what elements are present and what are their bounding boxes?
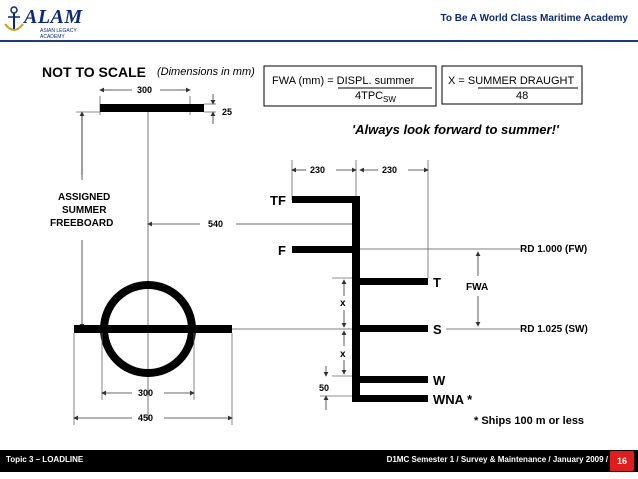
fwa-denominator: 4TPC bbox=[355, 90, 383, 102]
tf-mark-bar bbox=[292, 196, 360, 203]
wna-mark-bar bbox=[356, 395, 428, 402]
label-rd-fw: RD 1.000 (FW) bbox=[520, 244, 587, 255]
dim-25: 25 bbox=[222, 107, 232, 117]
label-rd-sw: RD 1.025 (SW) bbox=[520, 324, 588, 335]
loadline-diagram: NOT TO SCALE (Dimensions in mm) FWA (mm)… bbox=[42, 64, 588, 427]
x-formula-box bbox=[441, 65, 583, 105]
t-mark-bar bbox=[356, 278, 428, 285]
s-mark-bar bbox=[356, 325, 428, 332]
dim-300-bottom: 300 bbox=[138, 388, 153, 398]
anchor-icon bbox=[4, 6, 24, 31]
slogan-text: 'Always look forward to summer!' bbox=[352, 122, 560, 137]
label-s: S bbox=[433, 322, 442, 337]
fwa-formula-box bbox=[263, 65, 437, 107]
f-mark-bar bbox=[292, 246, 360, 253]
slide-footer bbox=[0, 450, 638, 472]
slide-header: ALAM ASIAN LEGACY ACADEMY To Be A World … bbox=[0, 0, 638, 40]
assigned-label-2: SUMMER bbox=[62, 205, 107, 216]
label-wna: WNA * bbox=[433, 392, 473, 407]
dim-450: 450 bbox=[138, 413, 153, 423]
label-f: F bbox=[278, 243, 286, 258]
dim-540: 540 bbox=[208, 219, 223, 229]
logo-subtext: ASIAN LEGACY ACADEMY bbox=[40, 28, 77, 40]
footer-topic: Topic 3 – LOADLINE bbox=[6, 455, 84, 464]
dim-230-left: 230 bbox=[310, 165, 325, 175]
fwa-formula-text: FWA (mm) = DISPL. summer bbox=[272, 75, 415, 87]
not-to-scale-label: NOT TO SCALE bbox=[42, 64, 146, 80]
deck-line-bar bbox=[100, 104, 204, 112]
header-divider bbox=[0, 40, 638, 42]
label-fwa: FWA bbox=[466, 282, 488, 293]
dimensions-note: (Dimensions in mm) bbox=[157, 66, 255, 78]
loadline-vertical-bar bbox=[352, 196, 360, 402]
alam-logo: ALAM ASIAN LEGACY ACADEMY bbox=[2, 2, 102, 40]
dim-230-right: 230 bbox=[382, 165, 397, 175]
plimsoll-horizontal-bar bbox=[74, 325, 232, 333]
dim-x-upper: x bbox=[340, 298, 346, 309]
dim-x-lower: x bbox=[340, 349, 346, 360]
page-number-badge: 16 bbox=[610, 451, 634, 471]
label-tf: TF bbox=[270, 193, 286, 208]
label-w: W bbox=[433, 373, 446, 388]
header-title: To Be A World Class Maritime Academy bbox=[440, 13, 628, 24]
label-t: T bbox=[433, 275, 441, 290]
x-formula-text: X = SUMMER DRAUGHT bbox=[448, 75, 574, 87]
footer-course: D1MC Semester 1 / Survey & Maintenance /… bbox=[386, 455, 608, 464]
dim-50: 50 bbox=[319, 383, 329, 393]
dim-300-top: 300 bbox=[137, 85, 152, 95]
assigned-label-1: ASSIGNED bbox=[58, 192, 110, 203]
logo-text: ALAM bbox=[24, 6, 83, 28]
x-denominator: 48 bbox=[516, 90, 528, 102]
footnote-text: * Ships 100 m or less bbox=[474, 415, 584, 427]
w-mark-bar bbox=[356, 376, 428, 383]
assigned-label-3: FREEBOARD bbox=[50, 218, 113, 229]
fwa-denominator-sub: SW bbox=[383, 95, 396, 104]
